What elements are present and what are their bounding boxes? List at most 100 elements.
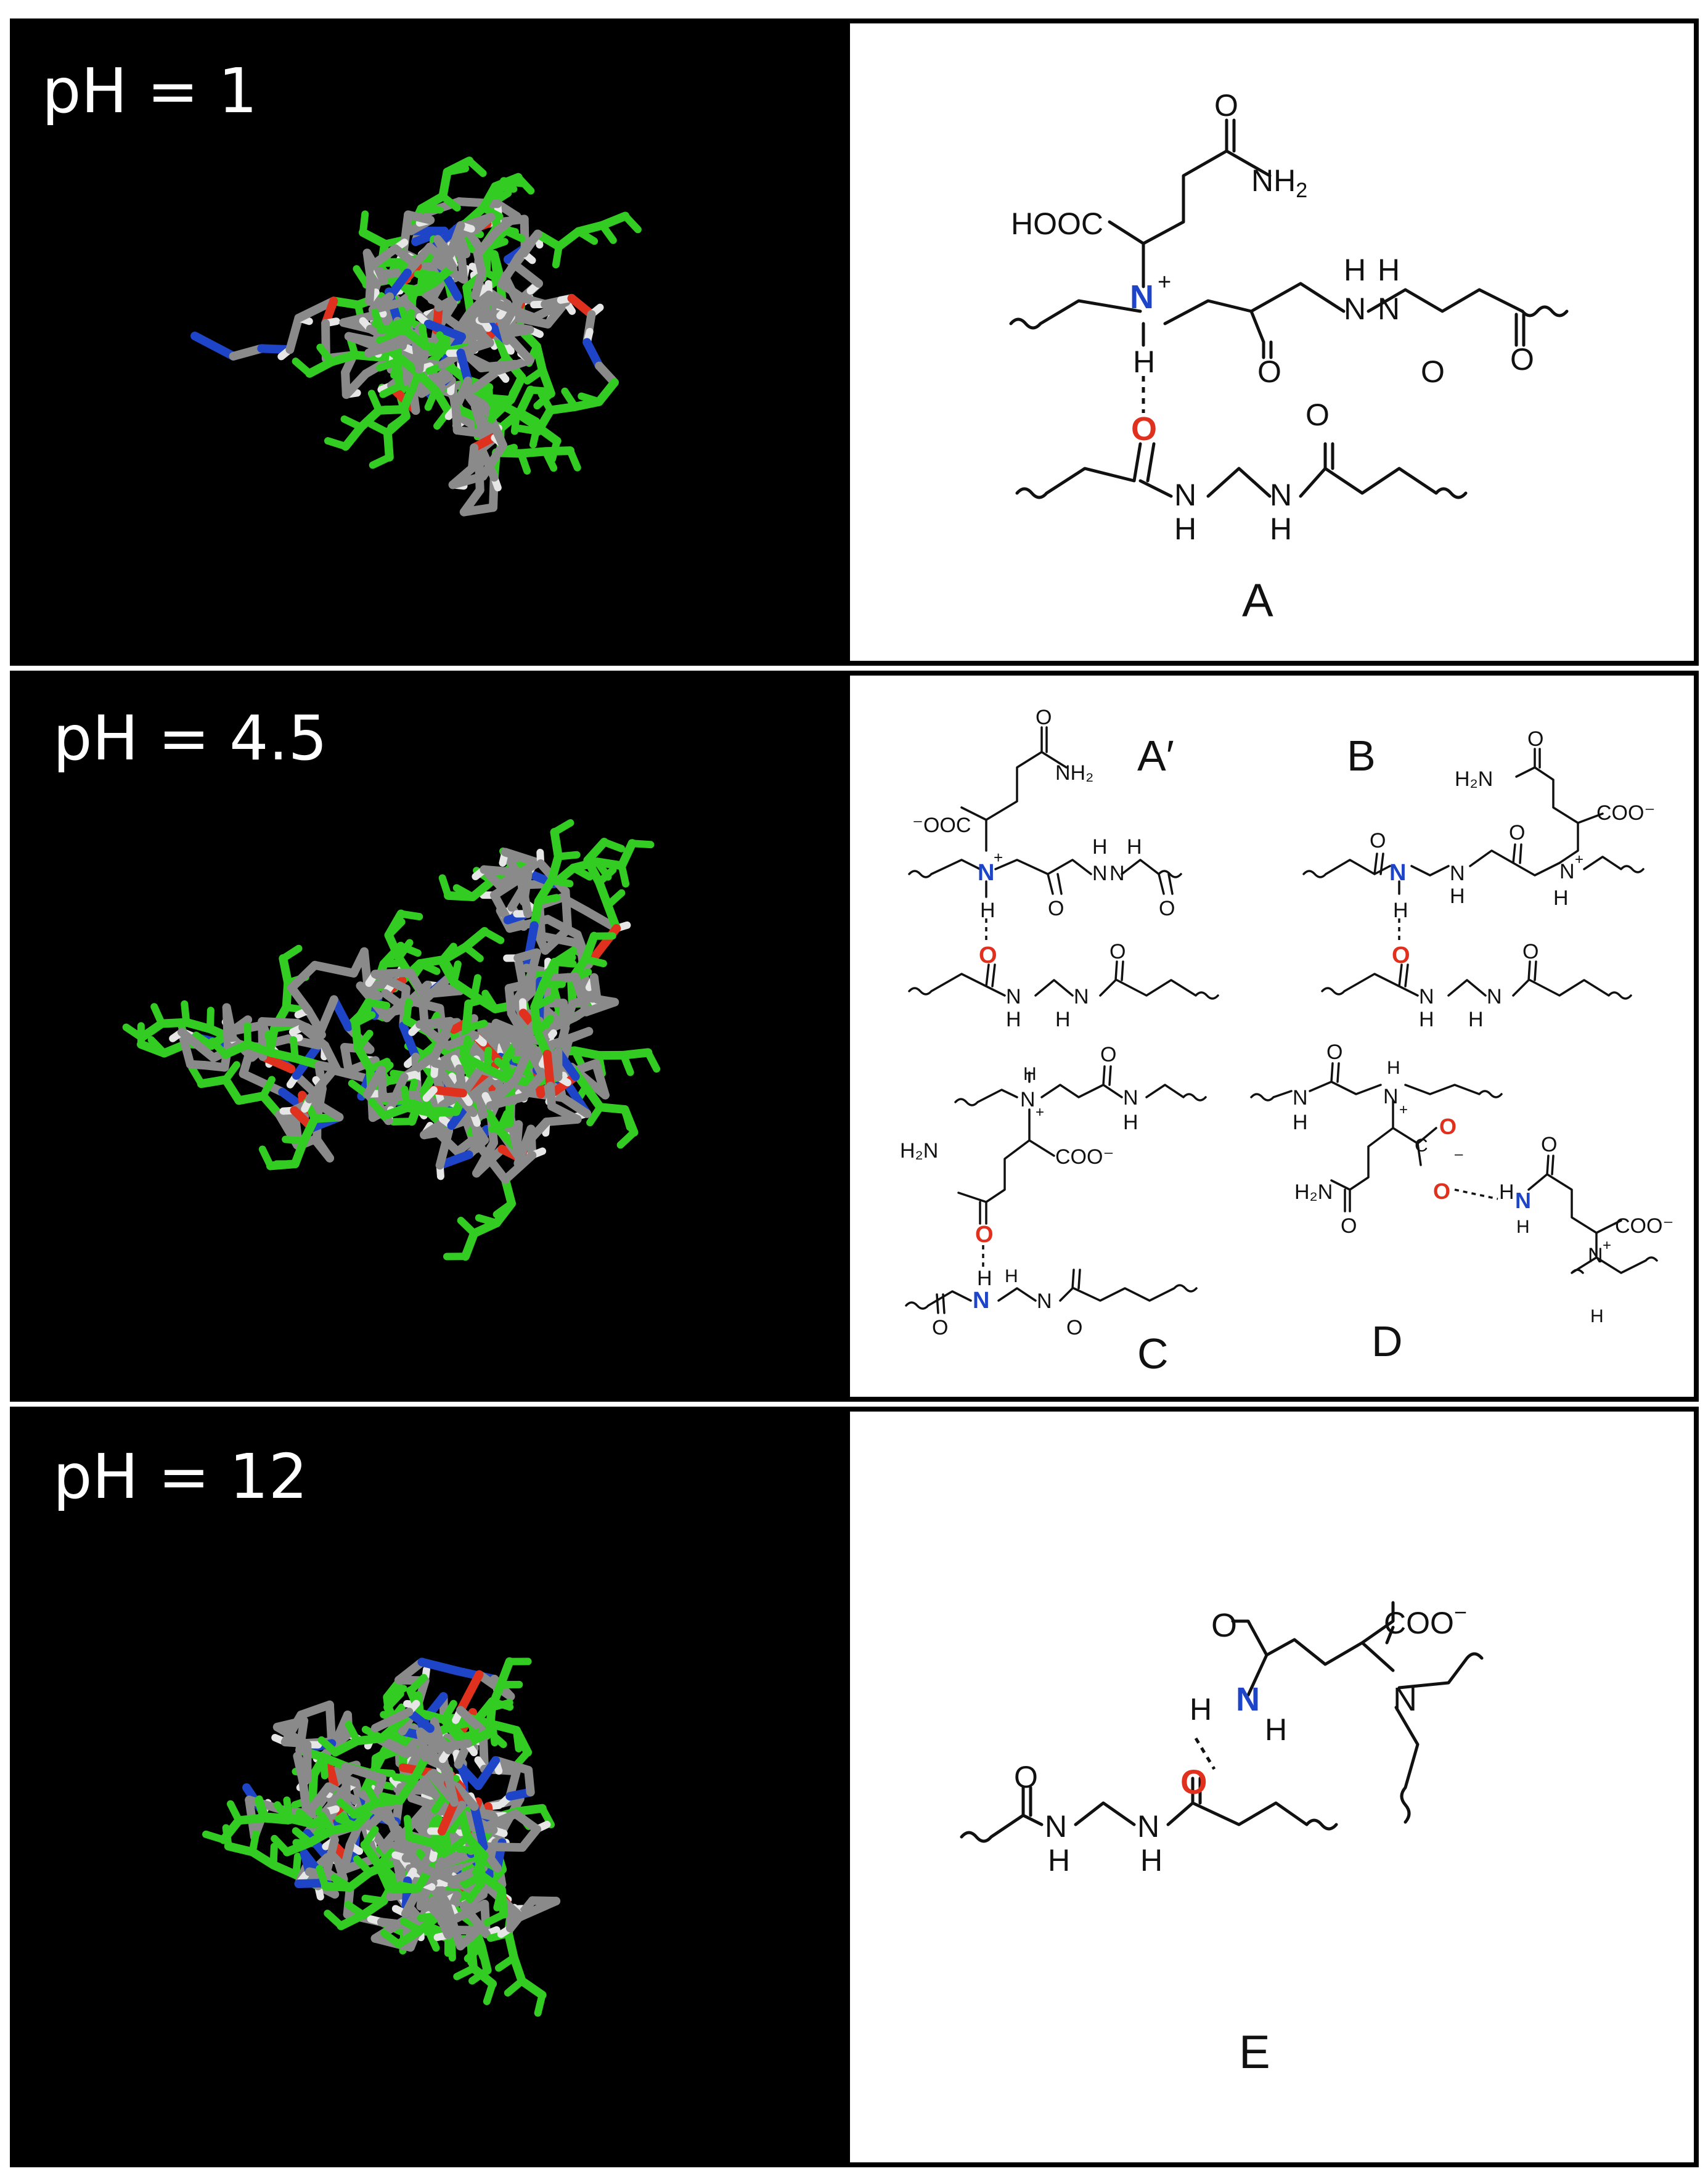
h-label: H [1378,253,1400,287]
n-label: N [1378,292,1400,326]
h2n-label: H₂N [1294,1180,1333,1204]
h-label: H [1133,345,1155,379]
coo-label: COO⁻ [1615,1214,1673,1238]
backbone-stick [463,316,494,348]
plus-label: + [1399,1102,1408,1118]
substituent-stick [353,265,370,288]
backbone-stick [296,1700,334,1720]
substituent-stick [465,1881,484,1903]
backbone-stick [425,1724,453,1755]
o-label: O [1066,1316,1082,1339]
backbone-stick [272,1722,312,1749]
hooc-label: HOOC [1011,206,1103,241]
h-label: H [1516,1217,1530,1237]
backbone-stick [448,472,488,489]
n-plus-label: N [978,860,994,886]
substituent-stick [380,1103,412,1121]
n-label: N [1270,478,1292,512]
substituent-stick [379,382,404,398]
backbone-stick [456,348,473,385]
structure-label-A: A [1242,574,1273,627]
backbone-stick [480,865,521,877]
n-donor-label: N [1515,1188,1531,1213]
h-label: H [1499,1180,1514,1204]
substituent-stick [550,958,577,968]
backbone-stick [441,1762,459,1807]
backbone-stick [511,1046,533,1084]
substituent-stick [438,874,452,899]
backbone-stick [431,1016,455,1060]
o-label: O [1306,398,1330,432]
n-label: N [1074,985,1089,1008]
substituent-stick [368,1098,388,1120]
substituent-stick [405,1833,438,1848]
backbone-stick [491,1756,533,1775]
substituent-stick [621,212,642,234]
h-label: H [1123,1111,1138,1134]
substituent-stick [331,1736,362,1757]
substituent-stick [431,386,453,416]
backbone-stick [285,314,303,354]
substituent-stick [255,1795,269,1821]
backbone-stick [325,1700,337,1748]
backbone-stick [417,1863,458,1885]
backbone-stick [399,1021,420,1061]
backbone-stick [377,1065,387,1102]
o-label: O [1159,897,1175,920]
hydrogen-stick [422,1086,438,1102]
o-label: O [1211,1607,1237,1644]
h-label: H [1450,885,1465,908]
substituent-stick [394,1926,424,1948]
backbone-stick [513,954,528,989]
substituent-stick [516,425,542,435]
substituent-stick [550,819,574,836]
n-donor-label: N [1236,1681,1260,1718]
o-label: O [1100,1043,1116,1066]
n-plus-label: N [1383,1085,1399,1108]
o-label: O [1036,706,1052,729]
backbone-stick [500,297,522,330]
substituent-stick [483,1980,497,2005]
substituent-stick [402,998,413,1024]
backbone-stick [504,976,545,993]
backbone-stick [501,848,545,868]
structure-label-E: E [1239,2026,1270,2079]
substituent-stick [369,453,393,469]
nh2-label: NH2 [1251,163,1307,202]
backbone-stick [473,226,503,258]
backbone-stick [501,1151,537,1184]
n-label: N [1450,862,1465,885]
substituent-stick [383,428,394,462]
backbone-stick [521,921,539,973]
backbone-stick [437,1798,459,1836]
coo-label: COO⁻ [1055,1145,1114,1169]
ph-label-45: pH = 4.5 [53,702,327,774]
backbone-stick [459,1902,491,1939]
substituent-stick [271,1834,291,1856]
backbone-stick [341,1762,351,1810]
plus-label: + [1575,851,1583,868]
backbone-stick [403,242,435,277]
backbone-stick [368,1804,399,1829]
h-label: H [977,1267,992,1290]
molecule-sticks-ph1 [190,157,642,517]
h-label: H [1174,512,1196,546]
backbone-stick [526,1124,537,1160]
o-label: O [1014,1760,1038,1794]
substituent-stick [515,385,535,417]
backbone-stick [473,1756,501,1791]
substituent-stick [393,357,404,391]
substituent-stick [258,1145,274,1170]
n-label: N [1037,1290,1052,1313]
structure-B: O N H N H O N + H O H₂N COO⁻ O N H N H O… [1302,727,1655,1031]
substituent-stick [403,1815,414,1841]
backbone-stick [513,229,542,262]
substituent-stick [491,173,523,191]
backbone-stick [511,1809,542,1834]
substituent-stick [600,838,626,852]
substituent-stick [360,1840,383,1870]
h-label: H [1023,1064,1037,1084]
backbone-stick [435,1849,476,1870]
h-label: H [1468,1008,1484,1031]
backbone-stick [541,925,573,955]
